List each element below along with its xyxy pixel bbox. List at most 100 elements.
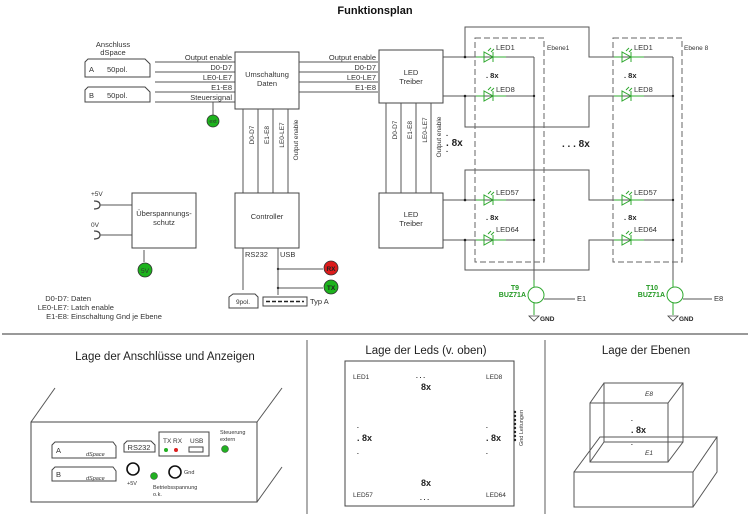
front-betrieb-line1: Betriebsspannung [153, 485, 197, 491]
bus-in-output-enable: Output enable [185, 53, 232, 62]
layer-1-name: Ebene1 [547, 45, 570, 52]
front-rs232: RS232 [128, 443, 151, 452]
block-surge-protection: Überspannungs- schutz [131, 192, 197, 249]
driver-multiplier: . 8x [446, 138, 463, 149]
layer-8-led64: LED64 [634, 225, 657, 234]
rx-led-icon [174, 448, 178, 452]
bus-in-steuersignal: Steuersignal [190, 93, 232, 102]
block-led-driver-1: LED Treiber [378, 49, 444, 104]
plus-5v-jack-icon [93, 200, 101, 210]
bus-out-le0-le7: LE0-LE7 [347, 73, 376, 82]
ground-icon [528, 315, 540, 322]
connector-header-line1: Anschluss [96, 40, 130, 49]
bus-in-d0-d7: D0-D7 [210, 63, 232, 72]
svg-text:. 8x: . 8x [486, 213, 499, 222]
led-driver-1-line2: Treiber [399, 77, 423, 86]
layer-1-led57: LED57 [496, 188, 519, 197]
svg-text:.: . [486, 449, 488, 456]
layer-8-gnd: GND [679, 316, 694, 323]
matrix-wiring [443, 26, 675, 280]
port-9pol: 9pol. [228, 293, 259, 309]
section-leds-top: Lage der Leds (v. oben) LED1 LED8 LED57 … [344, 345, 525, 507]
section-connections: Lage der Anschlüsse und Anzeigen A dSpac… [30, 351, 283, 503]
front-steuerung-line2: extern [220, 437, 235, 443]
svg-text:.: . [357, 449, 359, 456]
layer-1-transistor: T9 [511, 285, 519, 292]
layer-multiplier: . . . 8x [562, 139, 590, 150]
vsig-right-e1-e8: E1-E8 [407, 121, 414, 139]
front-betrieb-line2: o.k. [153, 492, 162, 498]
bus-in-le0-le7: LE0-LE7 [203, 73, 232, 82]
layer-1-led1: LED1 [496, 43, 515, 52]
usb-port-icon [188, 446, 204, 453]
led-driver-2-line1: LED [404, 210, 419, 219]
power-ok-led-icon [150, 472, 158, 480]
layer-1-part: BUZ71A [499, 292, 526, 299]
indicator-tx-label: TX [327, 285, 336, 292]
top-led64: LED64 [486, 492, 506, 499]
front-port-a: A [56, 446, 61, 455]
section-connections-title: Lage der Anschlüsse und Anzeigen [75, 351, 255, 363]
connector-header-line2: dSpace [100, 48, 125, 57]
front-port-a-dspace: dSpace [86, 452, 105, 458]
top-mult-top: 8x [421, 382, 431, 392]
vsig-right-output-enable: Output enable [436, 116, 443, 157]
indicator-rx: RX [323, 260, 339, 276]
svg-text:.: . [446, 145, 448, 154]
led-driver-2-line2: Treiber [399, 219, 423, 228]
svg-text:.: . [446, 129, 448, 138]
bus-out-d0-d7: D0-D7 [354, 63, 376, 72]
block-led-driver-2: LED Treiber [378, 192, 444, 249]
input-bus: Output enable D0-D7 LE0-LE7 E1-E8 Steuer… [155, 53, 235, 116]
svg-text:. 8x: . 8x [624, 213, 637, 222]
block-umschaltung-line1: Umschaltung [245, 70, 289, 79]
svg-text:.: . [486, 423, 488, 430]
top-led57: LED57 [353, 492, 373, 499]
gnd-lines-dots [513, 410, 517, 442]
block-umschaltung-line2: Daten [257, 79, 277, 88]
svg-text:. 8x: . 8x [357, 433, 372, 443]
section-layers: Lage der Ebenen E8 E1 . . . 8x [573, 345, 718, 508]
indicator-5v: 5V [137, 262, 153, 278]
svg-text:. 8x: . 8x [631, 425, 646, 435]
port-typ-label: Typ A [310, 297, 329, 306]
surge-line2: schutz [153, 218, 175, 227]
bus-out-output-enable: Output enable [329, 53, 376, 62]
indicator-ext-label: ext [209, 119, 217, 125]
front-gnd: Gnd [184, 470, 194, 476]
layer-1: Ebene1 LED1 LED8 LED57 LED64 . 8x . 8x E… [474, 37, 586, 323]
port-rs232: RS232 [245, 250, 268, 259]
connector-b-label: 50pol. [107, 91, 127, 100]
legend-value-1: Latch enable [71, 303, 114, 312]
top-led1: LED1 [353, 374, 370, 381]
layer-8-name: Ebene 8 [684, 45, 709, 52]
svg-text:. 8x: . 8x [486, 433, 501, 443]
tx-led-icon [164, 448, 168, 452]
legend-key-1: LE0-LE7: [38, 303, 69, 312]
section-layers-title: Lage der Ebenen [602, 345, 690, 357]
surge-line1: Überspannungs- [136, 209, 192, 218]
svg-text:.: . [631, 416, 633, 423]
legend-value-2: Einschaltung Gnd je Ebene [71, 312, 162, 321]
legend: D0-D7: Daten LE0-LE7: Latch enable E1-E8… [38, 294, 162, 321]
connector-b-id: B [89, 91, 94, 100]
layer-1-led64: LED64 [496, 225, 519, 234]
indicator-ext: ext [206, 114, 220, 128]
layer-1-enable: E1 [577, 294, 586, 303]
vertical-bus-left: D0-D7 E1-E8 LE0-LE7 Output enable [242, 109, 300, 193]
led-driver-1-line1: LED [404, 68, 419, 77]
svg-text:.: . [357, 423, 359, 430]
legend-key-0: D0-D7: [45, 294, 69, 303]
vsig-right-le0-le7: LE0-LE7 [422, 117, 429, 143]
vsig-left-e1-e8: E1-E8 [264, 126, 271, 144]
front-rx-label: RX [173, 438, 183, 445]
front-plus5v: +5V [127, 481, 137, 487]
indicator-5v-label: 5V [141, 268, 150, 275]
power-zero-label: 0V [91, 222, 100, 229]
svg-text:. . .: . . . [420, 495, 429, 502]
top-mult-bottom: 8x [421, 478, 431, 488]
top-led8: LED8 [486, 374, 503, 381]
page-title: Funktionsplan [337, 5, 412, 17]
bus-in-e1-e8: E1-E8 [211, 83, 232, 92]
